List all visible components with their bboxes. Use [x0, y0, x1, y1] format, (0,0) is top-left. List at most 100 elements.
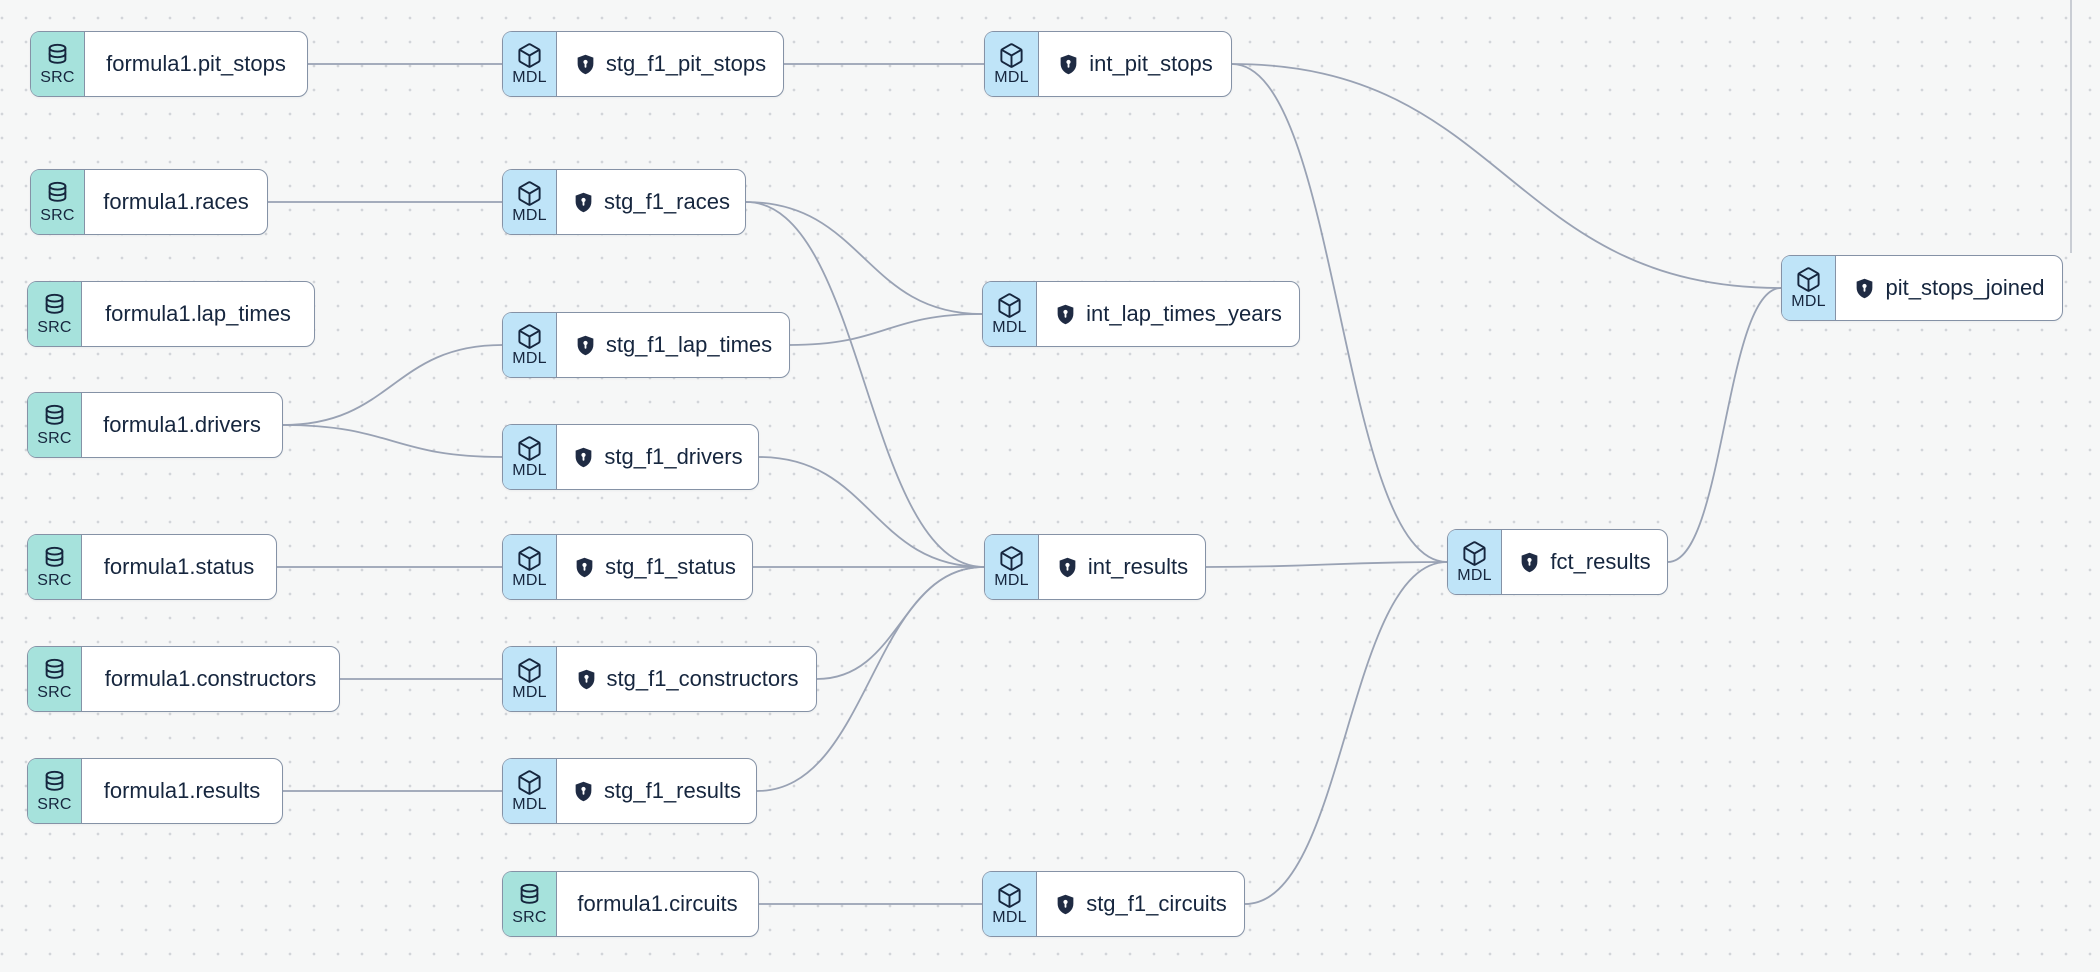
node-type-badge-label: MDL — [512, 461, 547, 479]
node-body: formula1.pit_stops — [85, 32, 307, 96]
model-type-badge: MDL — [503, 32, 557, 96]
shield-lock-icon — [577, 335, 594, 355]
edge-stg_f1_drivers-to-int_results — [758, 456, 985, 568]
node-formula1-constructors[interactable]: SRC formula1.constructors — [27, 646, 340, 712]
cube-icon — [1797, 266, 1820, 292]
node-body: int_pit_stops — [1039, 32, 1231, 96]
source-type-badge: SRC — [28, 535, 82, 599]
node-formula1-status[interactable]: SRC formula1.status — [27, 534, 277, 600]
source-type-badge: SRC — [503, 872, 557, 936]
cube-icon — [998, 292, 1021, 318]
node-body: formula1.results — [82, 759, 282, 823]
source-type-badge: SRC — [28, 759, 82, 823]
node-stg-f1-drivers[interactable]: MDL stg_f1_drivers — [502, 424, 759, 490]
node-formula1-pit-stops[interactable]: SRC formula1.pit_stops — [30, 31, 308, 97]
database-icon — [45, 546, 64, 567]
database-icon — [48, 43, 67, 64]
database-icon — [45, 293, 64, 314]
node-label: stg_f1_pit_stops — [605, 51, 767, 76]
node-type-badge-label: MDL — [1457, 566, 1492, 584]
node-formula1-races[interactable]: SRC formula1.races — [30, 169, 268, 235]
node-type-badge-label: SRC — [37, 795, 72, 813]
node-type-badge-label: MDL — [992, 318, 1027, 336]
node-label: int_pit_stops — [1089, 51, 1213, 76]
node-int-pit-stops[interactable]: MDL int_pit_stops — [984, 31, 1232, 97]
edge-fct_results-to-pit_stops_joined — [1667, 287, 1782, 563]
node-type-badge-label: MDL — [512, 795, 547, 813]
cube-icon — [518, 42, 541, 68]
panel-divider — [2070, 0, 2072, 253]
model-type-badge: MDL — [985, 32, 1039, 96]
model-type-badge: MDL — [985, 535, 1039, 599]
node-body: formula1.status — [82, 535, 276, 599]
node-stg-f1-pit-stops[interactable]: MDL stg_f1_pit_stops — [502, 31, 784, 97]
cube-icon — [518, 545, 541, 571]
source-type-badge: SRC — [28, 282, 82, 346]
node-pit-stops-joined[interactable]: MDL pit_stops_joined — [1781, 255, 2063, 321]
node-type-badge-label: MDL — [992, 908, 1027, 926]
node-label: stg_f1_lap_times — [605, 332, 773, 357]
node-body: stg_f1_results — [557, 759, 756, 823]
cube-icon — [1463, 540, 1486, 566]
node-label: formula1.races — [103, 189, 249, 214]
model-type-badge: MDL — [503, 535, 557, 599]
source-type-badge: SRC — [31, 32, 85, 96]
edge-int_results-to-fct_results — [1205, 561, 1448, 568]
edge-stg_f1_results-to-int_results — [756, 566, 985, 792]
cube-icon — [518, 323, 541, 349]
node-type-badge-label: SRC — [37, 683, 72, 701]
node-label: formula1.results — [103, 778, 261, 803]
database-icon — [45, 658, 64, 679]
cube-icon — [1000, 42, 1023, 68]
model-type-badge: MDL — [503, 313, 557, 377]
node-type-badge-label: MDL — [1791, 292, 1826, 310]
database-icon — [48, 181, 67, 202]
shield-lock-icon — [1522, 552, 1538, 572]
node-type-badge-label: MDL — [512, 206, 547, 224]
node-stg-f1-constructors[interactable]: MDL stg_f1_constructors — [502, 646, 817, 712]
node-body: formula1.constructors — [82, 647, 339, 711]
node-stg-f1-lap-times[interactable]: MDL stg_f1_lap_times — [502, 312, 790, 378]
shield-lock-icon — [1059, 557, 1076, 577]
node-body: formula1.drivers — [82, 393, 282, 457]
database-icon — [45, 404, 64, 425]
node-stg-f1-races[interactable]: MDL stg_f1_races — [502, 169, 746, 235]
cube-icon — [1000, 545, 1023, 571]
model-type-badge: MDL — [1782, 256, 1836, 320]
node-body: stg_f1_pit_stops — [557, 32, 783, 96]
node-stg-f1-results[interactable]: MDL stg_f1_results — [502, 758, 757, 824]
source-type-badge: SRC — [28, 393, 82, 457]
database-icon — [520, 883, 539, 904]
shield-lock-icon — [578, 669, 594, 689]
node-label: formula1.status — [103, 554, 255, 579]
model-type-badge: MDL — [1448, 530, 1502, 594]
node-formula1-results[interactable]: SRC formula1.results — [27, 758, 283, 824]
source-type-badge: SRC — [31, 170, 85, 234]
model-type-badge: MDL — [503, 647, 557, 711]
node-body: formula1.lap_times — [82, 282, 314, 346]
shield-lock-icon — [575, 781, 592, 801]
node-body: pit_stops_joined — [1836, 256, 2062, 320]
shield-lock-icon — [577, 54, 594, 74]
node-type-badge-label: SRC — [40, 206, 75, 224]
model-type-badge: MDL — [983, 282, 1037, 346]
node-body: stg_f1_constructors — [557, 647, 816, 711]
cube-icon — [518, 769, 541, 795]
model-type-badge: MDL — [983, 872, 1037, 936]
node-type-badge-label: MDL — [512, 349, 547, 367]
node-body: stg_f1_drivers — [557, 425, 758, 489]
node-type-badge-label: MDL — [512, 683, 547, 701]
node-label: stg_f1_races — [604, 189, 730, 214]
cube-icon — [518, 180, 541, 206]
node-type-badge-label: SRC — [40, 68, 75, 86]
